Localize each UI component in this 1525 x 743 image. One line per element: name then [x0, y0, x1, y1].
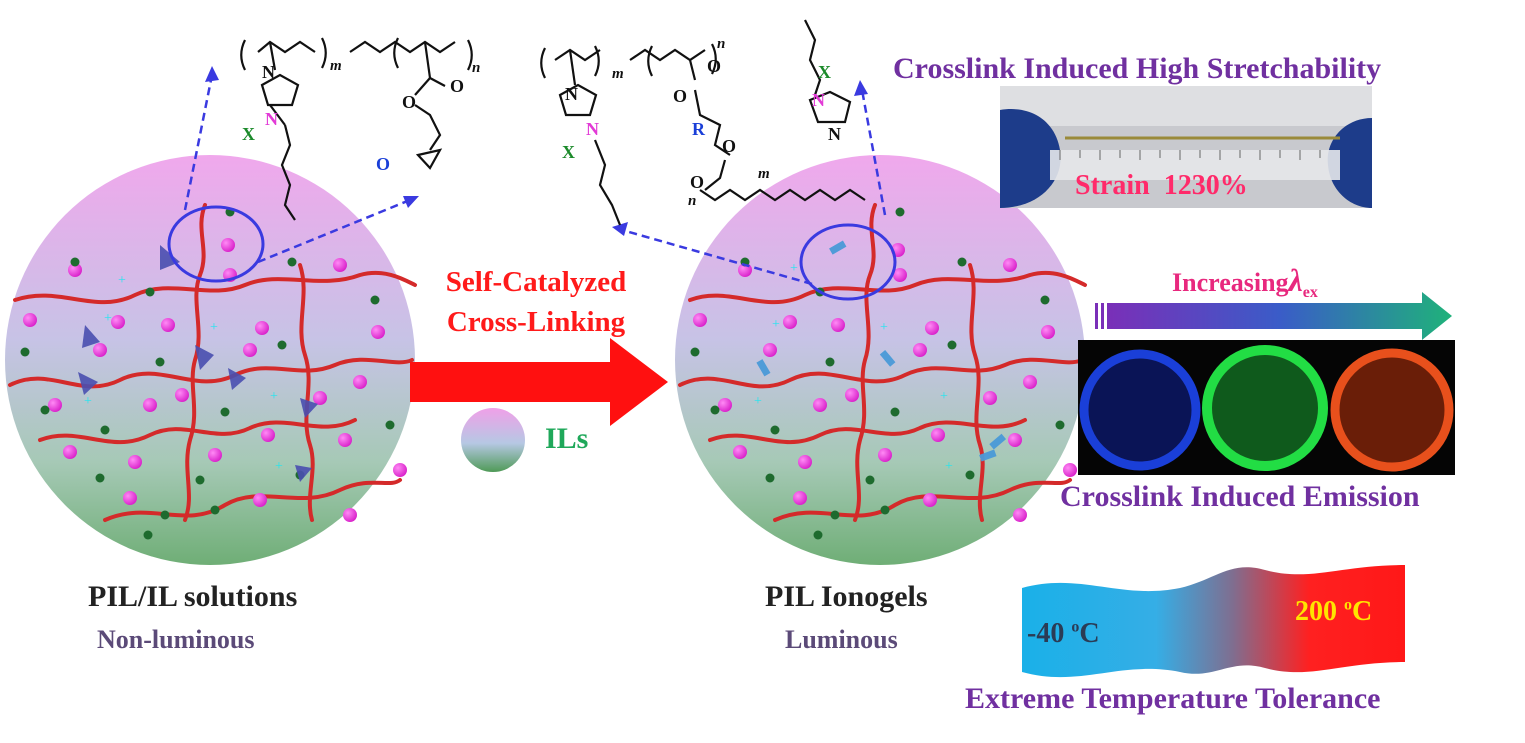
- increasing-lambda-label: Increasingλex: [1172, 262, 1318, 302]
- struct-X-left: X: [242, 124, 255, 144]
- svg-text:+: +: [270, 389, 278, 404]
- struct-N-ring-right-a: N: [565, 84, 578, 104]
- reaction-label-line2: Cross-Linking: [416, 302, 656, 342]
- lambda-subscript: ex: [1303, 284, 1318, 301]
- struct-X-right-b: X: [818, 62, 831, 82]
- svg-text:+: +: [275, 459, 283, 474]
- svg-text:+: +: [940, 389, 948, 404]
- struct-N-ring-right-b: N: [828, 124, 841, 144]
- temp-low-value: -40: [1027, 618, 1071, 649]
- temperature-title: Extreme Temperature Tolerance: [965, 682, 1381, 716]
- ils-label: ILs: [545, 422, 588, 456]
- svg-text:+: +: [104, 311, 112, 326]
- pil-il-solution-sphere: + + + + + +: [5, 155, 415, 565]
- temp-low-label: -40 oC: [1027, 618, 1100, 650]
- struct-O-ester-left: O: [402, 92, 416, 112]
- emission-title: Crosslink Induced Emission: [1060, 480, 1420, 514]
- struct-m-right-b: m: [758, 166, 770, 182]
- struct-O-epoxide-left: O: [376, 154, 390, 174]
- strain-readout: Strain 1230%: [1075, 170, 1248, 202]
- struct-n-right-a: n: [717, 36, 725, 52]
- struct-O-carbonyl-right-b: O: [690, 172, 704, 192]
- svg-text:+: +: [790, 261, 798, 276]
- struct-N-plus-left: N: [265, 109, 278, 129]
- stretch-title: Crosslink Induced High Stretchability: [893, 52, 1381, 86]
- temp-high-label: 200 oC: [1295, 596, 1372, 628]
- temp-high-value: 200: [1295, 596, 1344, 627]
- lambda-symbol: λ: [1289, 262, 1303, 298]
- strain-value: 1230%: [1164, 170, 1248, 201]
- struct-O-carbonyl-right-a: O: [707, 56, 721, 76]
- reaction-label: Self-Catalyzed Cross-Linking: [416, 262, 656, 342]
- reaction-label-line1: Self-Catalyzed: [416, 262, 656, 302]
- svg-text:+: +: [118, 273, 126, 288]
- struct-N-top-left: N: [262, 62, 275, 82]
- struct-R: R: [692, 119, 706, 139]
- struct-O-ester-right-a: O: [673, 86, 687, 106]
- middle-sphere-title: PIL Ionogels: [765, 580, 928, 614]
- temp-high-degree: o: [1344, 597, 1352, 614]
- temp-low-unit: C: [1079, 618, 1099, 649]
- svg-text:+: +: [84, 394, 92, 409]
- struct-O-ester-right-b: O: [722, 136, 736, 156]
- struct-N-plus-right-a: N: [586, 119, 599, 139]
- struct-m-left: m: [330, 58, 342, 74]
- svg-text:+: +: [772, 317, 780, 332]
- struct-X-right-a: X: [562, 142, 575, 162]
- increasing-label: Increasing: [1172, 268, 1289, 297]
- temp-high-unit: C: [1352, 596, 1372, 627]
- svg-text:+: +: [754, 394, 762, 409]
- svg-text:+: +: [210, 320, 218, 335]
- struct-m-right-a: m: [612, 66, 624, 82]
- strain-label: Strain: [1075, 170, 1150, 201]
- emission-photos: [1078, 340, 1455, 475]
- struct-n-right-b: n: [688, 193, 696, 209]
- svg-text:+: +: [880, 320, 888, 335]
- ils-bubble: [461, 408, 525, 472]
- left-sphere-subtitle: Non-luminous: [97, 625, 255, 655]
- svg-text:+: +: [945, 459, 953, 474]
- struct-O-carbonyl-left: O: [450, 76, 464, 96]
- middle-sphere-subtitle: Luminous: [785, 625, 898, 655]
- left-sphere-title: PIL/IL solutions: [88, 580, 297, 614]
- struct-N-plus-right-b: N: [812, 90, 825, 110]
- reaction-arrow: [410, 338, 668, 426]
- pil-ionogel-sphere: + + + + + +: [675, 155, 1085, 565]
- struct-n-left: n: [472, 60, 480, 76]
